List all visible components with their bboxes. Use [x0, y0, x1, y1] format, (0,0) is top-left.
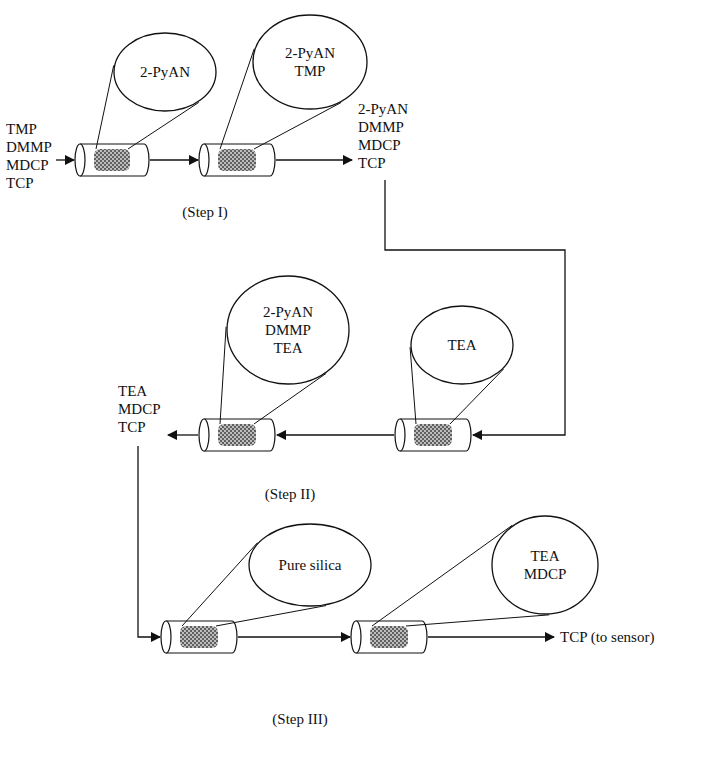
column-inlet	[199, 144, 209, 176]
zoom-leader-line	[216, 606, 326, 626]
column-body	[400, 419, 466, 451]
zoom-circle: Pure silica	[248, 523, 372, 607]
column-outlet	[232, 621, 237, 653]
packing-bed	[370, 626, 408, 648]
column-outlet	[270, 144, 275, 176]
zoom-leader-line	[182, 543, 257, 626]
flow-arrow	[238, 636, 350, 637]
stream-list: TEA MDCP TCP	[118, 382, 178, 436]
column-body	[204, 144, 270, 176]
zoom-circle: 2-PyAN DMMP TEA	[226, 275, 350, 385]
flow-arrow	[385, 180, 565, 435]
column-outlet	[466, 419, 471, 451]
column-outlet	[144, 144, 149, 176]
packed-column	[199, 144, 275, 176]
column-inlet	[161, 621, 171, 653]
column-wall	[80, 144, 144, 176]
stream-list: TMP DMMP MDCP TCP	[6, 120, 66, 192]
packed-column	[351, 621, 427, 653]
stream-list: 2-PyAN DMMP MDCP TCP	[358, 100, 418, 172]
flow-arrow	[276, 159, 352, 160]
zoom-leader-line	[254, 102, 341, 149]
flow-arrow	[428, 636, 554, 637]
stream-list: TCP (to sensor)	[560, 628, 654, 646]
chemical-list: TEA MDCP	[514, 547, 576, 583]
column-outlet	[422, 621, 427, 653]
chemical-list: Pure silica	[279, 556, 342, 574]
packed-column	[199, 419, 275, 451]
step-label: (Step III)	[272, 710, 327, 728]
zoom-leader-line	[220, 327, 226, 424]
zoom-circle: TEA MDCP	[491, 515, 599, 615]
zoom-leader-line	[372, 525, 512, 626]
packed-column	[395, 419, 471, 451]
packing-bed	[414, 424, 452, 446]
chemical-list: 2-PyAN	[140, 63, 190, 81]
column-wall	[400, 419, 466, 451]
column-body	[166, 621, 232, 653]
zoom-leader-line	[96, 65, 114, 149]
zoom-leader-line	[406, 615, 549, 626]
flow-arrow	[138, 446, 160, 637]
column-wall	[204, 144, 270, 176]
zoom-circle: 2-PyAN	[113, 32, 217, 112]
zoom-circle: 2-PyAN TMP	[252, 14, 368, 110]
zoom-circle-body: TEA MDCP	[491, 515, 599, 615]
zoom-circle-body: 2-PyAN TMP	[252, 14, 368, 110]
flow-arrow	[150, 159, 198, 160]
packing-bed	[218, 149, 256, 171]
column-body	[80, 144, 144, 176]
chemical-list: 2-PyAN TMP	[279, 44, 341, 80]
column-wall	[166, 621, 232, 653]
zoom-circle-body: 2-PyAN DMMP TEA	[226, 275, 350, 385]
zoom-circle-ellipse	[253, 15, 367, 109]
zoom-circle-ellipse	[492, 516, 598, 614]
column-inlet	[199, 419, 209, 451]
column-outlet	[270, 419, 275, 451]
zoom-circle-outline	[491, 515, 599, 615]
zoom-circle-body: TEA	[410, 305, 514, 385]
flow-arrow	[168, 434, 198, 435]
packed-column	[161, 621, 237, 653]
packing-bed	[218, 424, 256, 446]
column-inlet	[395, 419, 405, 451]
step-label: (Step II)	[265, 485, 315, 503]
column-inlet	[75, 144, 85, 176]
step-label: (Step I)	[182, 203, 227, 221]
column-wall	[204, 419, 270, 451]
zoom-circle-outline	[252, 14, 368, 110]
zoom-circle-body: 2-PyAN	[113, 32, 217, 112]
column-inlet	[351, 621, 361, 653]
chemical-list: TEA	[447, 336, 476, 354]
chemical-list: 2-PyAN DMMP TEA	[257, 303, 319, 357]
packing-bed	[94, 149, 130, 171]
column-body	[204, 419, 270, 451]
packing-bed	[180, 626, 218, 648]
zoom-circle-ellipse	[227, 276, 349, 384]
zoom-circle-ellipse	[411, 306, 513, 384]
zoom-circle-ellipse	[114, 33, 216, 111]
packed-column	[75, 144, 149, 176]
zoom-circle-body: Pure silica	[248, 523, 372, 607]
zoom-leader-line	[220, 49, 254, 149]
flow-arrow	[277, 434, 394, 435]
zoom-circle-ellipse	[249, 524, 371, 606]
flow-arrow	[56, 159, 74, 160]
zoom-circle: TEA	[410, 305, 514, 385]
